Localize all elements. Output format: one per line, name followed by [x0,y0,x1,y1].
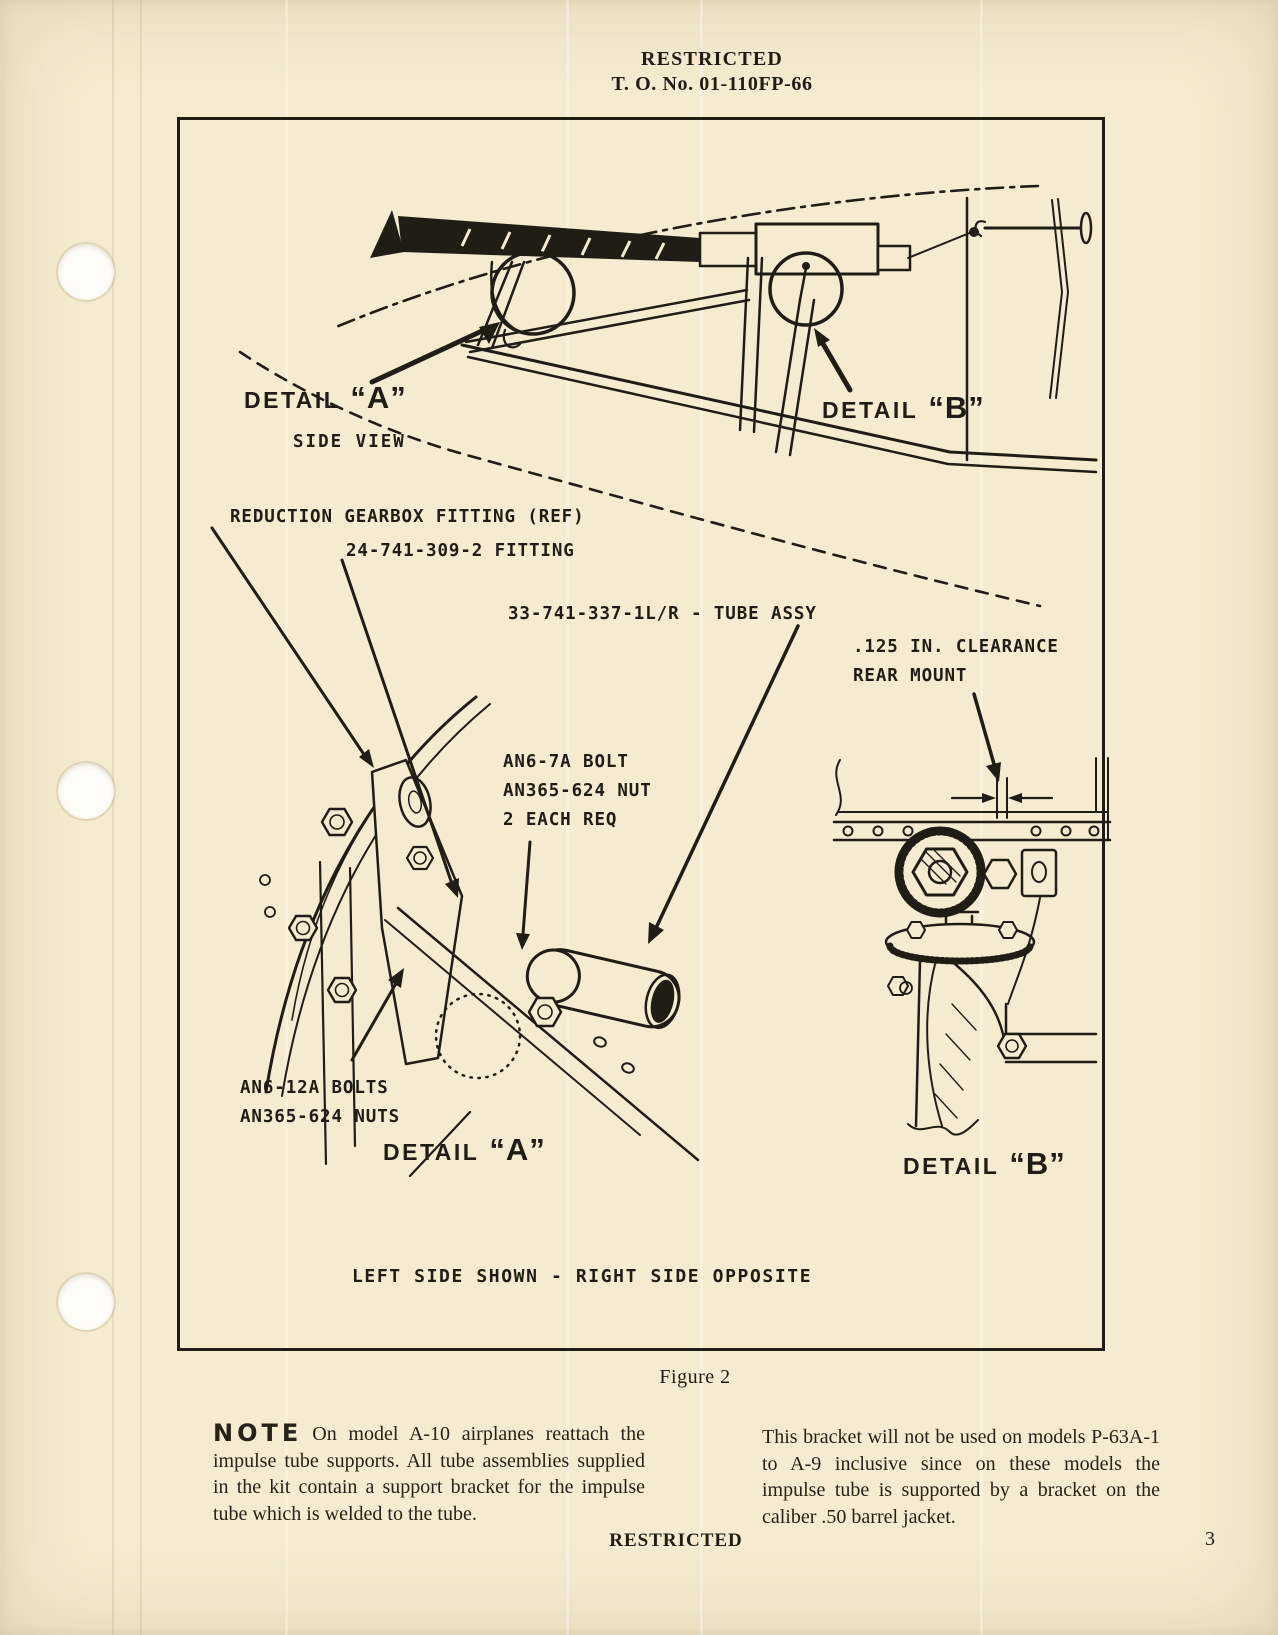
detail-label-text: DETAIL [822,397,919,423]
header-to-number: T. O. No. 01-110FP-66 [611,73,813,95]
figure-frame [177,117,1105,1351]
detail-label-letter: “A” [489,1132,546,1167]
detail-a-bottom-label: DETAIL “A” [383,1132,546,1168]
callout-line: AN6-7A BOLT [503,752,629,772]
page-number: 3 [1205,1528,1215,1550]
callout-line: REAR MOUNT [853,666,968,686]
detail-label-text: DETAIL [244,387,341,413]
paper-streak [285,0,288,1635]
figure-caption: Figure 2 [659,1366,731,1388]
note-text: On model A-10 airplanes reattach the imp… [213,1423,645,1525]
callout-clearance: .125 IN. CLEARANCE REAR MOUNT [853,633,1059,691]
detail-a-circle [490,250,576,336]
detail-b-bottom-label: DETAIL “B” [903,1146,1066,1182]
paper-crease [140,0,142,1635]
side-view-diagram [238,184,1098,608]
side-view-label: SIDE VIEW [293,432,406,452]
detail-b-circle [768,251,844,327]
paper-streak [566,0,569,1635]
callout-line: AN365-624 NUTS [240,1107,401,1127]
detail-label-text: DETAIL [903,1153,1000,1179]
callout-line: AN365-624 NUT [503,781,652,801]
callout-line: 2 EACH REQ [503,810,618,830]
detail-b-top-label: DETAIL “B” [822,390,985,426]
detail-a-top-label: DETAIL “A” [244,380,407,416]
detail-label-letter: “A” [350,380,407,415]
detail-label-letter: “B” [928,390,985,425]
detail-label-text: DETAIL [383,1139,480,1165]
punch-hole [58,244,114,300]
punch-hole [58,763,114,819]
callout-line: .125 IN. CLEARANCE [853,637,1059,657]
detail-b-diagram [832,692,1112,1136]
bracket-paragraph: This bracket will not be used on models … [762,1426,1160,1528]
paper-streak [700,0,703,1635]
paper-streak [980,0,983,1635]
callout-reduction-gearbox: REDUCTION GEARBOX FITTING (REF) [230,507,585,527]
callout-line: AN6-12A BOLTS [240,1078,389,1098]
side-note-label: LEFT SIDE SHOWN - RIGHT SIDE OPPOSITE [352,1266,813,1287]
detail-label-letter: “B” [1009,1146,1066,1181]
paper-crease [112,0,114,1635]
header-classification: RESTRICTED [640,48,784,70]
callout-tube-assy: 33-741-337-1L/R - TUBE ASSY [508,604,817,624]
note-label: NOTE [213,1419,303,1447]
footer-classification: RESTRICTED [609,1530,743,1551]
punch-hole [58,1274,114,1330]
callout-front-bolt: AN6-7A BOLT AN365-624 NUT 2 EACH REQ [503,748,652,835]
detail-a-diagram [210,526,800,1178]
callout-gearbox-fitting: 24-741-309-2 FITTING [346,541,575,561]
callout-lower-bolts: AN6-12A BOLTS AN365-624 NUTS [240,1074,400,1132]
